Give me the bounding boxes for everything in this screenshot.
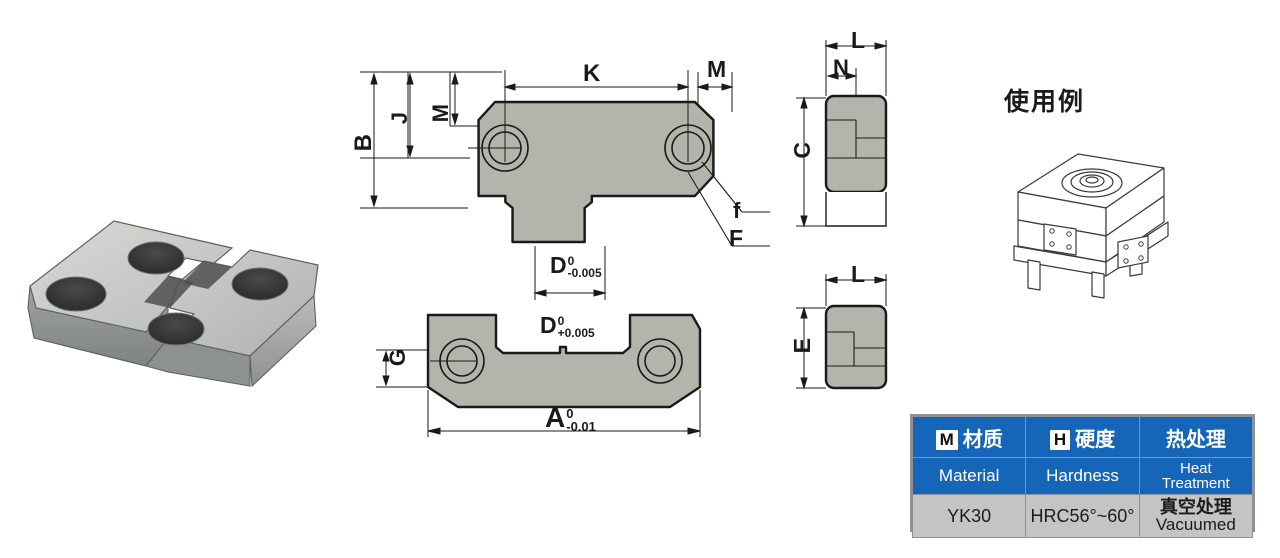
- hole-left: [468, 70, 529, 172]
- dim-label-M-right: M: [707, 56, 727, 82]
- header-hardness-cn: 硬度: [1075, 428, 1116, 451]
- dim-A: A 0 -0.01: [545, 402, 596, 434]
- dim-label-L-lower: L: [851, 261, 866, 287]
- dim-label-G: G: [385, 349, 410, 367]
- spec-value-heat-en: Vacuumed: [1155, 515, 1236, 535]
- dim-D-upper: 0: [567, 253, 575, 268]
- spec-header-hardness-en: Hardness: [1025, 457, 1140, 495]
- dim-A-upper: 0: [566, 405, 574, 421]
- dim-D-base: D: [550, 252, 567, 278]
- side-view-upper: [790, 28, 910, 243]
- spec-value-material: YK30: [911, 494, 1027, 538]
- callout-label-F: F: [729, 225, 744, 251]
- spec-value-heat-cn: 真空处理: [1159, 497, 1232, 518]
- dim-label-C: C: [789, 142, 815, 159]
- dim-D-lower: -0.005: [567, 265, 602, 280]
- dim-D-plus: D 0 +0.005: [540, 312, 595, 339]
- badge-H: H: [1049, 430, 1071, 450]
- callout-label-f: f: [733, 198, 741, 223]
- hole-right-bottom: [637, 338, 683, 384]
- dim-D2-upper: 0: [557, 313, 565, 328]
- dim-D2-lower: +0.005: [557, 325, 595, 340]
- header-heat-cn: 热处理: [1165, 428, 1226, 451]
- header-material-cn: 材质: [962, 428, 1003, 451]
- side-view-lower: [790, 262, 910, 402]
- spec-value-hardness: HRC56°~60°: [1025, 494, 1140, 538]
- dim-D2-base: D: [540, 312, 557, 338]
- spec-value-heat: 真空处理 Vacuumed: [1138, 494, 1254, 538]
- dim-label-L-upper: L: [851, 27, 866, 53]
- dim-label-M-left: M: [428, 104, 453, 123]
- dim-A-lower: -0.01: [566, 418, 596, 434]
- dim-A-base: A: [545, 402, 566, 433]
- top-view: [350, 50, 770, 300]
- spec-header-heat-treatment: 热处理: [1138, 416, 1254, 458]
- dim-label-J: J: [387, 112, 412, 125]
- dim-label-N: N: [833, 55, 849, 80]
- bottom-view: [370, 295, 750, 445]
- usage-example-illustration: [1000, 130, 1200, 300]
- dim-D-minus: D 0 -0.005: [550, 252, 602, 279]
- usage-example-title: 使用例: [1004, 88, 1086, 116]
- hole-left-bottom: [430, 338, 485, 384]
- spec-table-values: YK30 HRC56°~60° 真空处理 Vacuumed: [911, 494, 1254, 538]
- hole-right: [664, 70, 712, 172]
- product-photo: [18, 186, 328, 426]
- spec-header-material-en: Material: [911, 457, 1027, 495]
- badge-M: M: [935, 430, 958, 450]
- dim-label-B: B: [350, 134, 377, 152]
- dim-label-E: E: [789, 338, 815, 354]
- dim-label-K: K: [583, 60, 601, 87]
